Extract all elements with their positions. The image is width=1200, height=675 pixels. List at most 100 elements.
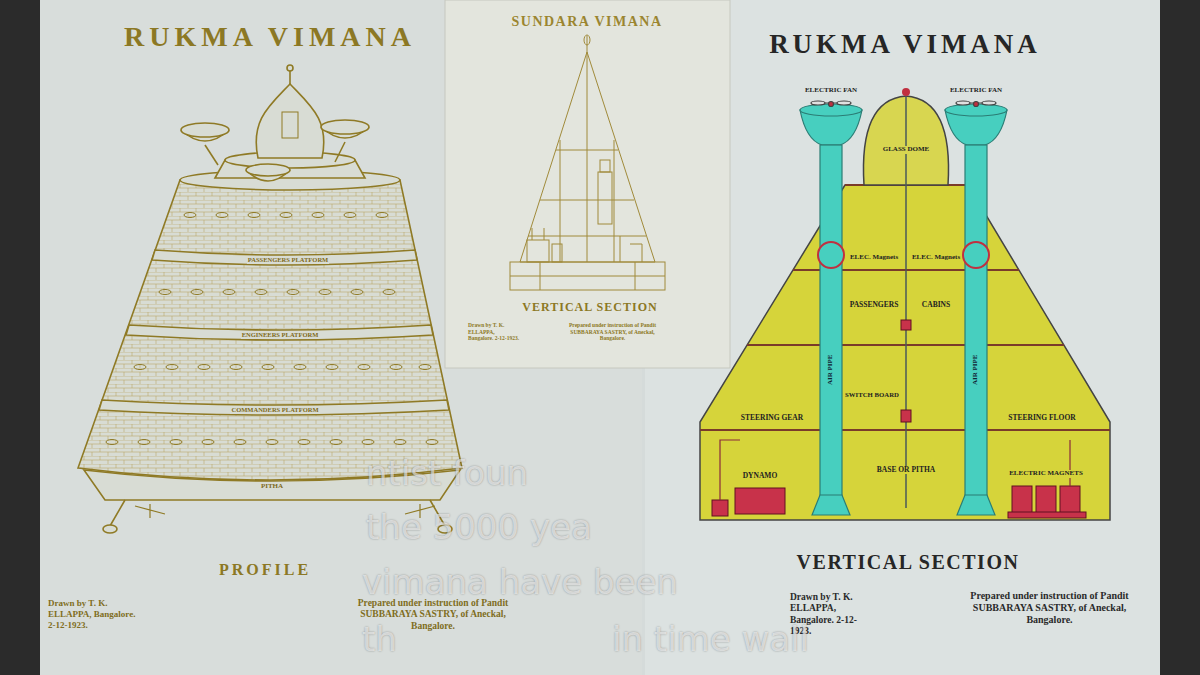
rukma-profile-drawing xyxy=(298,440,310,445)
credit-text: Prepared under instruction of Pandit SUB… xyxy=(565,322,660,342)
page-background xyxy=(0,0,40,675)
rukma-profile-drawing xyxy=(138,440,150,445)
rukma-section-drawing xyxy=(965,145,987,497)
credit-text: Drawn by T. K. ELLAPPA, Bangalore. 2-12-… xyxy=(468,322,520,342)
rukma-section-drawing xyxy=(1008,512,1086,518)
rukma-profile-drawing xyxy=(191,290,203,295)
rukma-profile-drawing xyxy=(321,120,369,134)
rukma-profile-drawing xyxy=(419,365,431,370)
sundara-section-drawing xyxy=(527,240,549,262)
rukma-profile-drawing xyxy=(198,365,210,370)
sundara-section-drawing xyxy=(510,35,665,290)
rukma-profile-drawing xyxy=(223,290,235,295)
part-label: PASSENGERS PLATFORM xyxy=(247,256,329,263)
rukma-section-drawing xyxy=(974,102,979,107)
rukma-profile-drawing xyxy=(289,70,291,84)
part-label: DYNAMO xyxy=(742,472,779,480)
drawing-panel: SUNDARA VIMANAVERTICAL SECTIONDrawn by T… xyxy=(445,0,730,368)
sundara-section-drawing xyxy=(510,262,665,290)
rukma-section-drawing xyxy=(905,96,907,508)
rukma-section-drawing xyxy=(700,185,1110,520)
part-label: STEERING GEAR xyxy=(740,414,804,422)
watermark-text: th xyxy=(362,621,397,658)
watermark-text: in time wall xyxy=(612,621,809,658)
part-label: ELEC. Magnets xyxy=(911,254,961,262)
part-label: ELECTRIC MAGNETS xyxy=(1008,470,1084,478)
rukma-profile-drawing xyxy=(280,213,292,218)
part-label: STEERING FLOOR xyxy=(1007,414,1076,422)
rukma-section-drawing xyxy=(1060,486,1080,514)
rukma-section-drawing xyxy=(1036,486,1056,514)
rukma-profile-drawing xyxy=(390,365,402,370)
part-label: PITHA xyxy=(260,483,284,491)
rukma-profile-drawing xyxy=(282,112,298,138)
rukma-profile-drawing xyxy=(383,290,395,295)
rukma-profile-drawing xyxy=(319,290,331,295)
rukma-profile-drawing xyxy=(344,213,356,218)
panel-title: RUKMA VIMANA xyxy=(769,28,1041,60)
part-label: ELECTRIC FAN xyxy=(950,87,1002,95)
rukma-profile-drawing xyxy=(335,142,345,162)
rukma-profile-drawing xyxy=(106,213,438,445)
rukma-profile-drawing xyxy=(205,145,218,165)
page-background xyxy=(445,0,730,368)
rukma-profile-drawing xyxy=(312,213,324,218)
part-label: PASSENGERS xyxy=(849,301,900,309)
rukma-profile-drawing xyxy=(134,365,146,370)
rukma-section-drawing xyxy=(712,500,728,516)
part-label: COMMANDERS PLATFORM xyxy=(230,406,319,413)
sundara-section-drawing xyxy=(584,35,590,45)
rukma-section-drawing xyxy=(811,101,825,105)
rukma-section-drawing xyxy=(902,88,910,96)
sundara-section-drawing xyxy=(528,150,646,236)
rukma-profile-drawing xyxy=(287,290,299,295)
rukma-profile-drawing xyxy=(216,213,228,218)
part-label: AIR PIPE xyxy=(827,354,835,387)
rukma-profile-drawing xyxy=(106,440,118,445)
part-label: ELECTRIC FAN xyxy=(805,87,857,95)
part-label: ENGINEERS PLATFORM xyxy=(241,331,320,338)
sundara-section-drawing xyxy=(510,262,665,290)
view-caption: VERTICAL SECTION xyxy=(797,550,1020,574)
rukma-profile-drawing xyxy=(255,290,267,295)
rukma-section-drawing xyxy=(735,488,785,514)
rukma-profile-drawing xyxy=(246,164,290,176)
rukma-profile-drawing xyxy=(184,213,196,218)
rukma-profile-drawing xyxy=(234,440,246,445)
rukma-profile-drawing xyxy=(351,290,363,295)
part-label: CABINS xyxy=(921,301,951,309)
part-label: SWITCH BOARD xyxy=(844,391,900,398)
rukma-profile-drawing xyxy=(166,365,178,370)
rukma-profile-drawing xyxy=(103,525,117,533)
rukma-profile-drawing xyxy=(202,440,214,445)
panel-title: SUNDARA VIMANA xyxy=(511,14,662,31)
rukma-profile-drawing xyxy=(362,440,374,445)
rukma-section-drawing xyxy=(901,410,911,422)
rukma-profile-drawing xyxy=(287,65,293,71)
rukma-profile-drawing xyxy=(294,365,306,370)
credit-text: Prepared under instruction of Pandit SUB… xyxy=(962,590,1137,626)
rukma-profile-drawing xyxy=(358,365,370,370)
rukma-section-drawing xyxy=(1012,486,1032,514)
part-label: ELEC. Magnets xyxy=(849,254,899,262)
rukma-section-drawing xyxy=(811,101,996,107)
rukma-profile-drawing xyxy=(181,123,229,137)
rukma-profile-drawing xyxy=(78,180,462,480)
rukma-section-drawing xyxy=(700,185,1110,430)
rukma-profile-drawing xyxy=(99,400,449,415)
watermark-text: vimana have been xyxy=(362,564,678,601)
rukma-profile-drawing xyxy=(266,440,278,445)
view-caption: PROFILE xyxy=(219,560,311,579)
rukma-section-drawing xyxy=(818,242,844,268)
rukma-section-drawing xyxy=(837,101,851,105)
rukma-section-drawing xyxy=(820,145,842,497)
credit-text: Drawn by T. K. ELLAPPA, Bangalore. 2-12-… xyxy=(48,598,136,630)
panel-title: RUKMA VIMANA xyxy=(124,20,416,54)
page-background xyxy=(1160,0,1200,675)
part-label: AIR PIPE xyxy=(972,354,980,387)
rukma-profile-drawing xyxy=(376,213,388,218)
rukma-profile-drawing xyxy=(256,84,324,158)
rukma-profile-drawing xyxy=(326,365,338,370)
rukma-profile-drawing xyxy=(152,250,417,265)
